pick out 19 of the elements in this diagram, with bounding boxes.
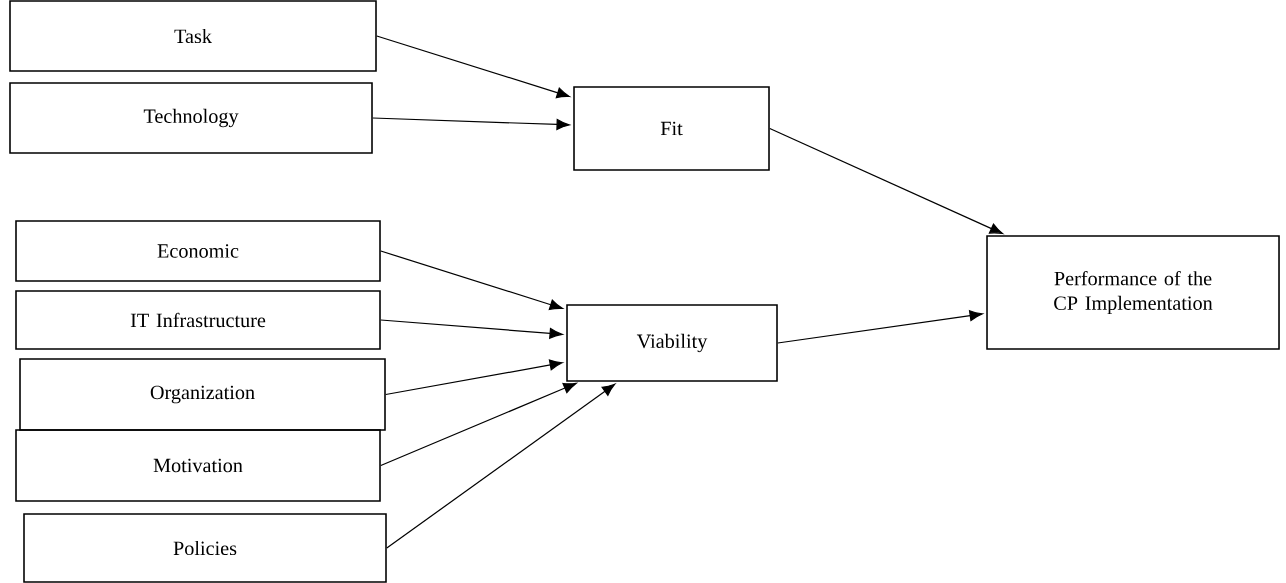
box: IT Infrastructure bbox=[15, 290, 381, 350]
arrow bbox=[386, 383, 616, 549]
box: Fit bbox=[573, 86, 770, 171]
arrow bbox=[777, 310, 983, 344]
box: Economic bbox=[15, 220, 381, 282]
arrow bbox=[372, 117, 570, 130]
box: Motivation bbox=[15, 429, 381, 502]
box: Organization bbox=[19, 358, 386, 431]
arrow bbox=[380, 319, 563, 339]
arrow bbox=[380, 382, 577, 467]
box: Policies bbox=[23, 513, 387, 583]
box: Technology bbox=[9, 82, 373, 154]
arrow bbox=[376, 35, 570, 99]
arrow bbox=[769, 127, 1003, 235]
arrow bbox=[380, 250, 563, 311]
box: Viability bbox=[566, 304, 778, 382]
arrow bbox=[385, 359, 563, 396]
box: Task bbox=[9, 0, 377, 72]
box: Performance of the CP Implementation bbox=[986, 235, 1280, 350]
